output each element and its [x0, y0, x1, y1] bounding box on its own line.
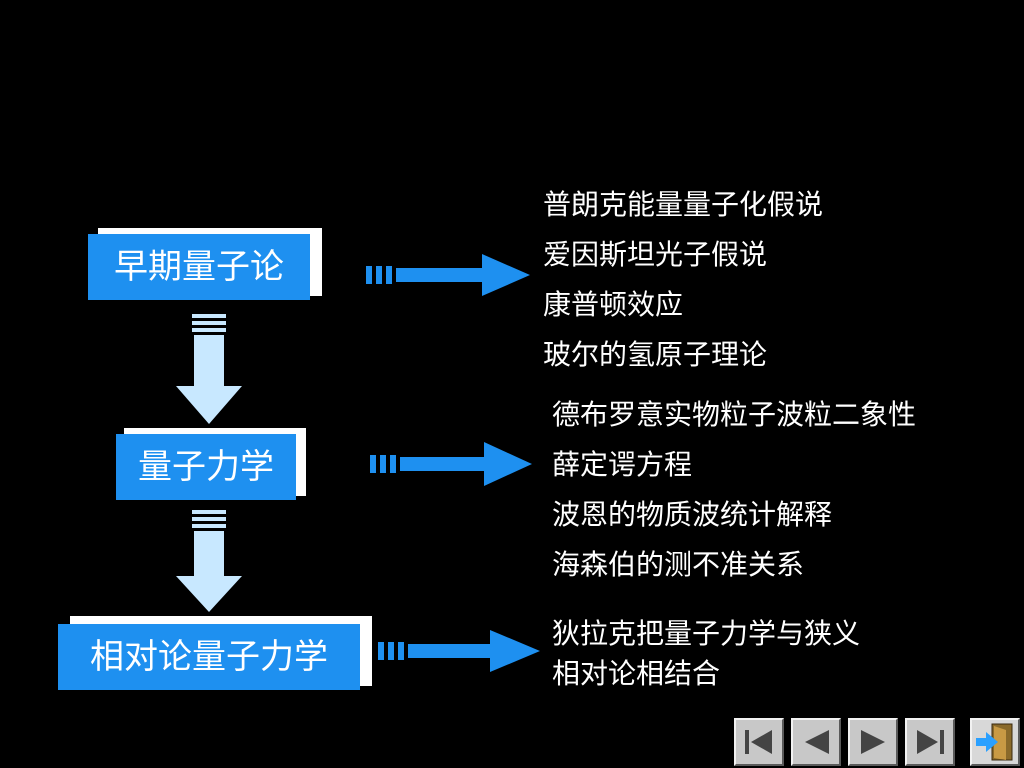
nav-last-button[interactable]	[905, 718, 955, 766]
detail-item: 玻尔的氢原子理论	[543, 338, 768, 371]
nav-next-button[interactable]	[848, 718, 898, 766]
detail-item: 普朗克能量量子化假说	[543, 188, 824, 221]
arrow-down-1	[176, 314, 242, 424]
nav-exit-button[interactable]	[970, 718, 1020, 766]
first-icon	[745, 730, 772, 754]
arrow-right-qm	[370, 442, 532, 486]
stage-label-qm: 量子力学	[116, 434, 296, 500]
arrow-down-2	[176, 510, 242, 612]
exit-icon	[976, 723, 1013, 761]
details-qm: 德布罗意实物粒子波粒二象性 薛定谔方程 波恩的物质波统计解释 海森伯的测不准关系	[552, 390, 916, 590]
stage-box-rqm: 相对论量子力学	[58, 614, 372, 692]
previous-icon	[805, 730, 829, 754]
stage-label-early: 早期量子论	[88, 234, 310, 300]
stage-box-early: 早期量子论	[88, 226, 322, 302]
arrow-right-early	[366, 254, 530, 296]
detail-item: 狄拉克把量子力学与狭义	[552, 617, 861, 650]
detail-item: 薛定谔方程	[552, 448, 693, 481]
detail-item: 爱因斯坦光子假说	[543, 238, 768, 271]
details-rqm: 狄拉克把量子力学与狭义 相对论相结合	[552, 614, 860, 694]
detail-item: 康普顿效应	[543, 288, 684, 321]
last-icon	[917, 730, 944, 754]
arrow-right-rqm	[378, 630, 540, 672]
details-early: 普朗克能量量子化假说 爱因斯坦光子假说 康普顿效应 玻尔的氢原子理论	[543, 180, 823, 380]
detail-item: 波恩的物质波统计解释	[552, 498, 833, 531]
nav-first-button[interactable]	[734, 718, 784, 766]
detail-item: 海森伯的测不准关系	[552, 548, 805, 581]
detail-item: 德布罗意实物粒子波粒二象性	[552, 398, 917, 431]
nav-previous-button[interactable]	[791, 718, 841, 766]
next-icon	[861, 730, 885, 754]
detail-item: 相对论相结合	[552, 657, 721, 690]
stage-box-qm: 量子力学	[116, 426, 306, 502]
stage-label-rqm: 相对论量子力学	[58, 624, 360, 690]
